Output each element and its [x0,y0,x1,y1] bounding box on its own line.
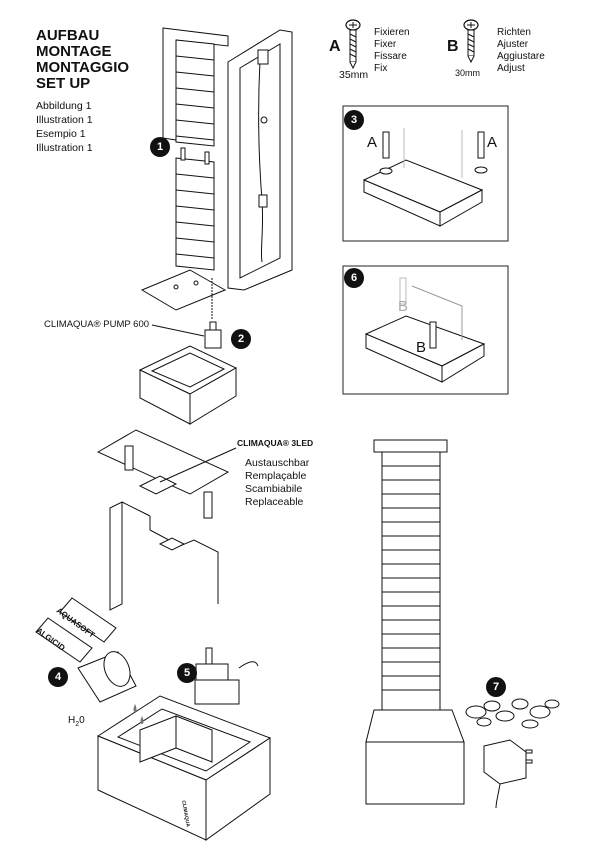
screw-b-labels: Richten Ajuster Aggiustare Adjust [497,27,545,74]
detail-6-art [364,277,486,383]
basin-step2 [138,345,238,425]
power-adapter [483,739,533,809]
caption-en: Illustration 1 [36,142,93,154]
detail3-letter-a-right: A [487,134,498,151]
stones [465,698,560,729]
pump-step5 [194,647,259,705]
caption-fr: Illustration 1 [36,114,93,126]
detail6-letter-b-front: B [416,339,427,356]
screw-a-labels: Fixieren Fixer Fissare Fix [374,27,410,74]
led-housing [96,429,237,611]
pump-label: CLIMAQUA® PUMP 600 [44,319,150,330]
step-badge-7: 7 [486,677,506,697]
basin-main [96,695,272,841]
screw-a-letter: A [329,38,341,55]
page-title: AUFBAU MONTAGE MONTAGGIO SET UP [36,28,129,92]
step-badge-6: 6 [344,268,364,288]
title-line-de: AUFBAU [36,27,100,44]
lower-slat-panel [175,147,215,271]
screw-b-letter: B [447,38,459,55]
upper-slat-panel [162,27,229,147]
frame-column [227,29,293,291]
bottles [35,597,137,703]
detail-3-art [362,128,488,227]
caption-it: Esempio 1 [36,128,86,140]
screw-a-icon [345,19,361,70]
detail-frame-6 [342,265,509,395]
title-line-it: MONTAGGIO [36,59,130,76]
water-label: H20 [68,715,85,728]
step-badge-4: 4 [48,667,68,687]
detail3-letter-a-left: A [367,134,378,151]
screw-a-length: 35mm [339,69,369,81]
step-badge-1: 1 [150,137,170,157]
step-badge-3: 3 [344,110,364,130]
title-line-fr: MONTAGE [36,43,112,60]
step-badge-2: 2 [231,329,251,349]
title-line-en: SET UP [36,75,91,92]
screw-b-icon [463,19,479,64]
led-replaceable-lines: Austauschbar Remplaçable Scambiabile Rep… [245,457,310,508]
pump-body [204,329,222,349]
figure-captions: Abbildung 1 Illustration 1 Esempio 1 Ill… [36,99,93,155]
led-label: CLIMAQUA® 3LED [237,438,314,448]
drop-icon [133,704,137,712]
step-badge-5: 5 [177,663,197,683]
fountain-column [365,439,465,805]
base-plate [140,269,227,311]
detail-frame-3 [342,105,509,242]
caption-de: Abbildung 1 [36,100,92,112]
detail6-letter-b-ghost: B [398,298,409,315]
screw-b-length: 30mm [455,68,481,78]
